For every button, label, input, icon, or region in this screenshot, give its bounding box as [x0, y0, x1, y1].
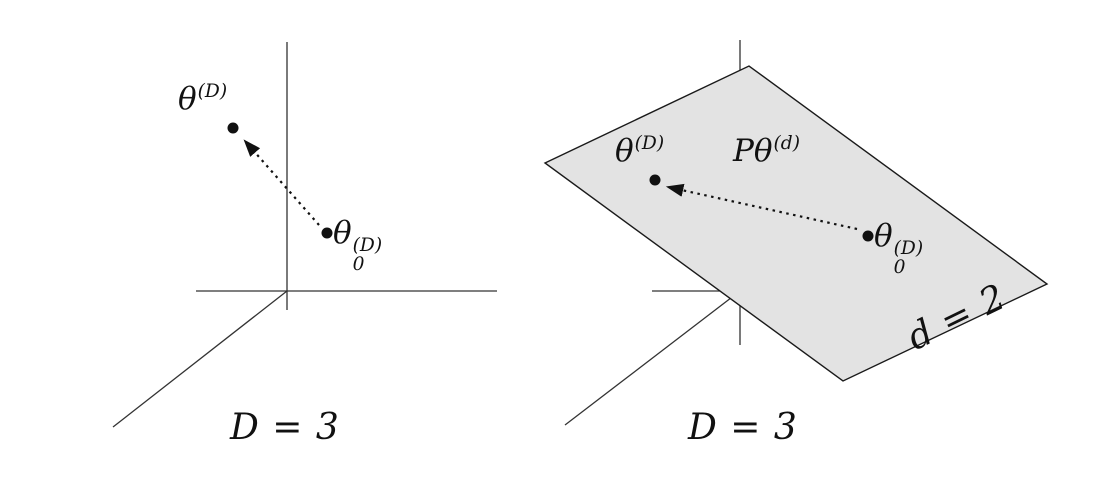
- projection-base: Pθ: [733, 133, 773, 169]
- projection-superscript: (d): [773, 133, 800, 155]
- left-theta0-point: [321, 227, 333, 239]
- theta-base: θ: [615, 133, 634, 169]
- theta0-subscript: 0: [352, 254, 365, 276]
- left-theta-point: [227, 122, 239, 134]
- right-dimension-label: D = 3: [688, 407, 798, 448]
- left-theta0-label: θ(D)0: [333, 218, 382, 275]
- right-theta-label: θ(D): [615, 133, 665, 169]
- theta0-base: θ: [874, 218, 893, 254]
- theta0-scripts: (D)0: [353, 236, 382, 275]
- subspace-plane: [543, 65, 1049, 382]
- right-depth-axis: [564, 290, 741, 426]
- theta0-scripts: (D)0: [894, 239, 923, 278]
- left-axes: [112, 42, 497, 428]
- left-depth-axis: [112, 290, 288, 428]
- right-projection-arrow: [665, 183, 858, 231]
- theta-superscript: (D): [197, 81, 228, 103]
- theta0-superscript: (D): [893, 237, 924, 259]
- theta-base: θ: [178, 81, 197, 117]
- theta-superscript: (D): [634, 133, 665, 155]
- right-theta0-point: [862, 230, 874, 242]
- theta0-subscript: 0: [893, 257, 906, 279]
- right-theta-point: [649, 174, 661, 186]
- right-theta0-label: θ(D)0: [874, 221, 923, 278]
- theta0-base: θ: [333, 215, 352, 251]
- right-projection-label: Pθ(d): [733, 133, 800, 169]
- left-theta-label: θ(D): [178, 81, 228, 117]
- left-dimension-label: D = 3: [230, 407, 340, 448]
- theta0-superscript: (D): [352, 234, 383, 256]
- left-optimization-arrow: [243, 139, 320, 226]
